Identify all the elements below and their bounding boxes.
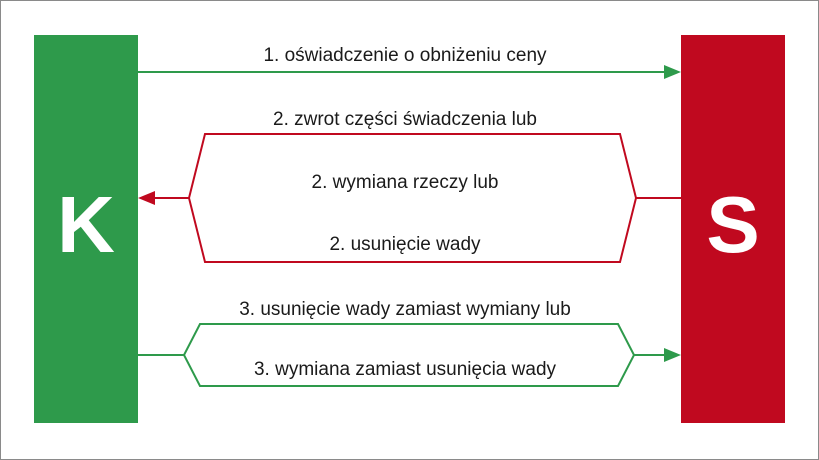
party-k-box: K (34, 35, 138, 423)
arrow-3-head (664, 348, 681, 362)
message-3a-label: 3. usunięcie wady zamiast wymiany lub (239, 299, 571, 320)
arrow-2-head (138, 191, 155, 205)
arrow-1-head (664, 65, 681, 79)
message-2c-label: 2. usunięcie wady (329, 234, 481, 255)
message-2b-label: 2. wymiana rzeczy lub (311, 172, 499, 193)
message-3b-label: 3. wymiana zamiast usunięcia wady (253, 359, 557, 380)
party-s-box: S (681, 35, 785, 423)
party-k-letter: K (57, 180, 115, 269)
party-s-letter: S (706, 180, 760, 269)
message-1-label: 1. oświadczenie o obniżeniu ceny (263, 45, 547, 66)
message-2a-label: 2. zwrot części świadczenia lub (273, 109, 537, 130)
